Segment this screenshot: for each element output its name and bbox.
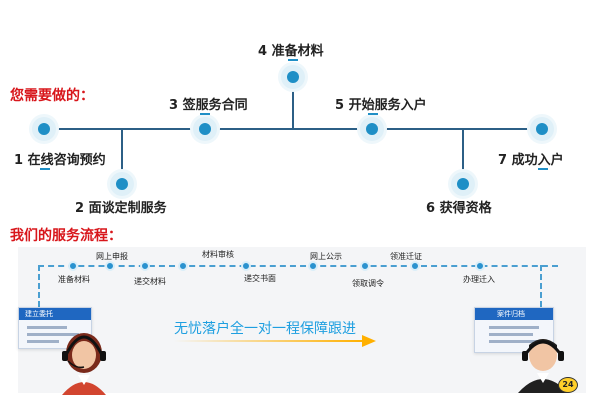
process-flow-left-drop bbox=[38, 265, 40, 307]
process-bottom-label-4: 领取调令 bbox=[352, 279, 384, 288]
step-label-2: 2 面谈定制服务 bbox=[75, 201, 167, 216]
step-label-5: 5 开始服务入户 bbox=[335, 98, 427, 113]
step-label-4: 4 准备材料 bbox=[258, 44, 324, 59]
process-bottom-label-1: 准备材料 bbox=[58, 275, 90, 284]
step-node-5 bbox=[360, 117, 384, 141]
process-dot-2 bbox=[105, 261, 115, 271]
process-dot-3 bbox=[140, 261, 150, 271]
dash-step4 bbox=[288, 59, 298, 61]
step-node-2 bbox=[110, 172, 134, 196]
connector-step2 bbox=[121, 128, 123, 184]
process-dot-7 bbox=[360, 261, 370, 271]
process-dot-6 bbox=[308, 261, 318, 271]
main-connector bbox=[54, 128, 540, 130]
male-agent-icon bbox=[518, 339, 568, 393]
process-flow-line bbox=[38, 265, 558, 267]
slogan-arrow-shaft bbox=[174, 340, 364, 342]
process-top-label-2: 材料审核 bbox=[202, 250, 234, 259]
card-line bbox=[489, 333, 533, 336]
female-agent-icon bbox=[62, 333, 106, 395]
card-line bbox=[27, 340, 59, 343]
right-card-title: 案件归档 bbox=[475, 308, 553, 320]
process-top-label-4: 领准迁证 bbox=[390, 252, 422, 261]
card-line bbox=[489, 340, 539, 343]
section-title-our-process: 我们的服务流程： bbox=[10, 228, 122, 244]
card-line bbox=[27, 326, 67, 329]
dash-step5 bbox=[368, 113, 378, 115]
process-bottom-label-5: 办理迁入 bbox=[463, 275, 495, 284]
process-dot-4 bbox=[178, 261, 188, 271]
card-line bbox=[489, 326, 539, 329]
process-dot-8 bbox=[410, 261, 420, 271]
process-bottom-label-2: 递交材料 bbox=[134, 277, 166, 286]
step-node-7 bbox=[530, 117, 554, 141]
step-node-6 bbox=[451, 172, 475, 196]
dash-step1 bbox=[40, 168, 50, 170]
connector-step6 bbox=[462, 128, 464, 184]
process-top-label-1: 网上申报 bbox=[96, 252, 128, 261]
card-line bbox=[27, 333, 79, 336]
step-node-4 bbox=[281, 65, 305, 89]
right-document-card: 案件归档 bbox=[474, 307, 554, 353]
connector-step4 bbox=[292, 77, 294, 129]
section-title-you-need: 您需要做的： bbox=[10, 88, 94, 104]
process-top-label-3: 网上公示 bbox=[310, 252, 342, 261]
step-label-1: 1 在线咨询预约 bbox=[14, 153, 106, 168]
slogan-arrow-head-icon bbox=[362, 335, 376, 347]
step-node-3 bbox=[193, 117, 217, 141]
slogan-text: 无忧落户全一对一程保障跟进 bbox=[174, 321, 356, 337]
dash-step3 bbox=[200, 113, 210, 115]
process-panel: 网上申报 材料审核 网上公示 领准迁证 准备材料 递交材料 递交书面 领取调令 … bbox=[18, 247, 586, 395]
process-dot-5 bbox=[241, 261, 251, 271]
24h-badge: 24 bbox=[558, 377, 578, 393]
process-bottom-label-3: 递交书面 bbox=[244, 274, 276, 283]
step-label-6: 6 获得资格 bbox=[426, 201, 492, 216]
process-dot-9 bbox=[475, 261, 485, 271]
step-node-1 bbox=[32, 117, 56, 141]
dash-step7 bbox=[538, 168, 548, 170]
process-dot-1 bbox=[68, 261, 78, 271]
process-flow-right-drop bbox=[540, 265, 542, 307]
step-label-7: 7 成功入户 bbox=[498, 153, 564, 168]
left-card-title: 建立委托 bbox=[19, 308, 91, 320]
step-label-3: 3 签服务合同 bbox=[169, 98, 248, 113]
